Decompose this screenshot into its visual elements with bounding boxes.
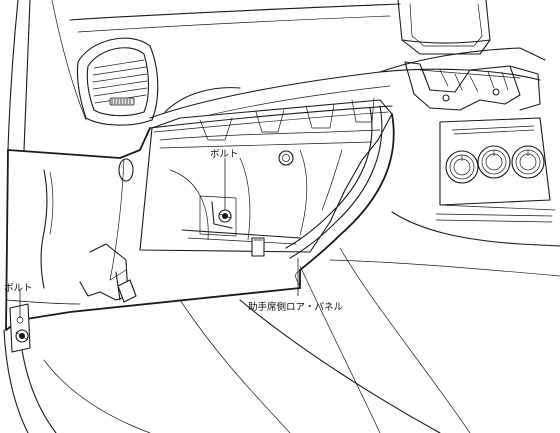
callout-bolt-upper: ボルト	[210, 149, 239, 160]
knob-center	[477, 145, 511, 179]
dash-cavity	[139, 97, 393, 257]
bolt-lower-icon	[9, 303, 31, 353]
door-frame	[3, 0, 151, 433]
callout-bolt-lower: ボルト	[4, 283, 33, 294]
bolt-upper-icon	[211, 201, 233, 229]
console-floor	[179, 211, 560, 433]
center-bracket	[404, 61, 541, 111]
windshield-edge	[69, 3, 401, 33]
knob-left	[445, 150, 479, 184]
callout-passenger-lower-panel: 助手席側ロア・パネル	[248, 301, 344, 313]
climate-panel	[435, 117, 556, 223]
leader-lines	[19, 158, 299, 318]
left-air-vent	[76, 37, 159, 126]
center-display	[397, 0, 491, 55]
knob-right	[511, 145, 545, 179]
